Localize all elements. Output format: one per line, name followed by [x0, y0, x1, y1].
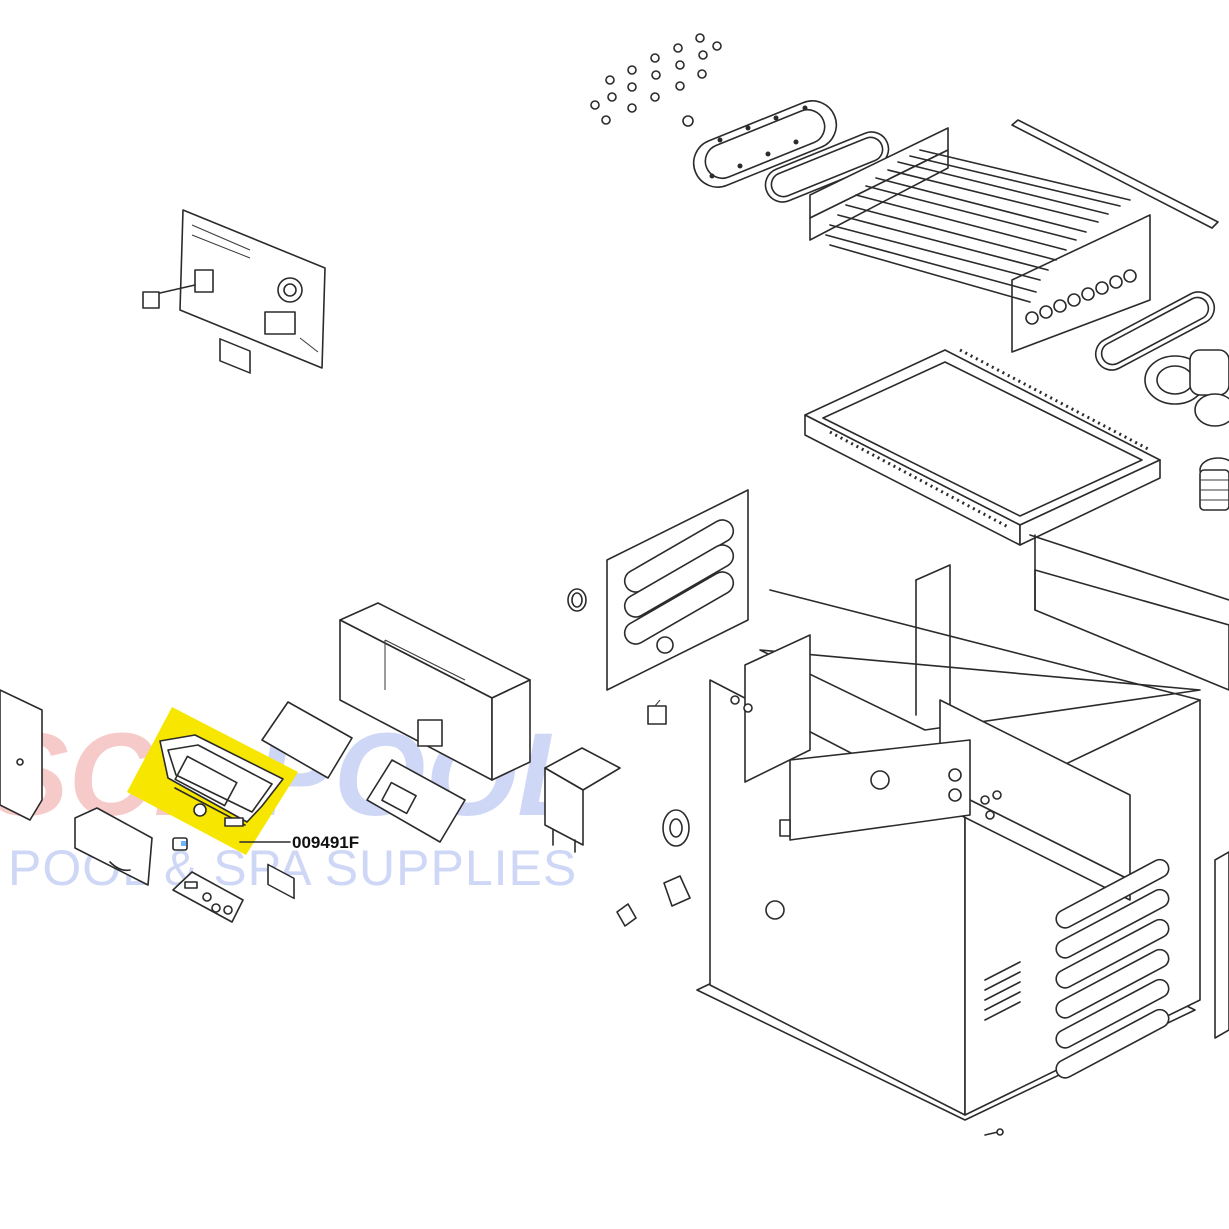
heat-exchanger-fittings — [1025, 269, 1137, 325]
water-manifold — [1144, 349, 1229, 511]
combustion-chamber-panel — [606, 489, 749, 691]
mount-hardware — [984, 1128, 1004, 1136]
button-panel — [172, 871, 244, 923]
grommet — [662, 809, 690, 847]
front-access-door — [0, 689, 43, 821]
burner-tray — [804, 348, 1161, 546]
highlighted-part-009491f[interactable] — [127, 707, 298, 855]
cabinet-louvers — [1055, 858, 1170, 1079]
top-rail — [1011, 119, 1219, 229]
heat-exchanger-tubes — [825, 149, 1131, 303]
interface-board — [366, 759, 466, 843]
limit-switch — [647, 699, 667, 725]
heat-exchanger — [809, 127, 1151, 353]
igniter-bracket — [663, 875, 691, 907]
sight-glass-ring — [567, 588, 587, 612]
manifold-gasket — [1094, 291, 1216, 371]
cabinet-vent-slots — [984, 961, 1021, 1021]
burner-tray-perforation — [829, 348, 1151, 530]
callout-label: 009491F — [292, 833, 359, 852]
junction-box-cover — [339, 602, 531, 781]
bezel-cover — [74, 807, 153, 886]
header-gasket — [764, 131, 890, 203]
display-board — [261, 701, 353, 900]
screw-set — [590, 33, 722, 127]
sensor-fitting — [616, 903, 637, 927]
callout-009491f: 009491F — [239, 833, 359, 852]
header-cover — [692, 100, 838, 188]
rocker-switch — [172, 837, 188, 851]
heater-cabinet — [696, 534, 1229, 1121]
shield-plate — [544, 747, 621, 853]
control-circuit-board — [142, 209, 326, 374]
